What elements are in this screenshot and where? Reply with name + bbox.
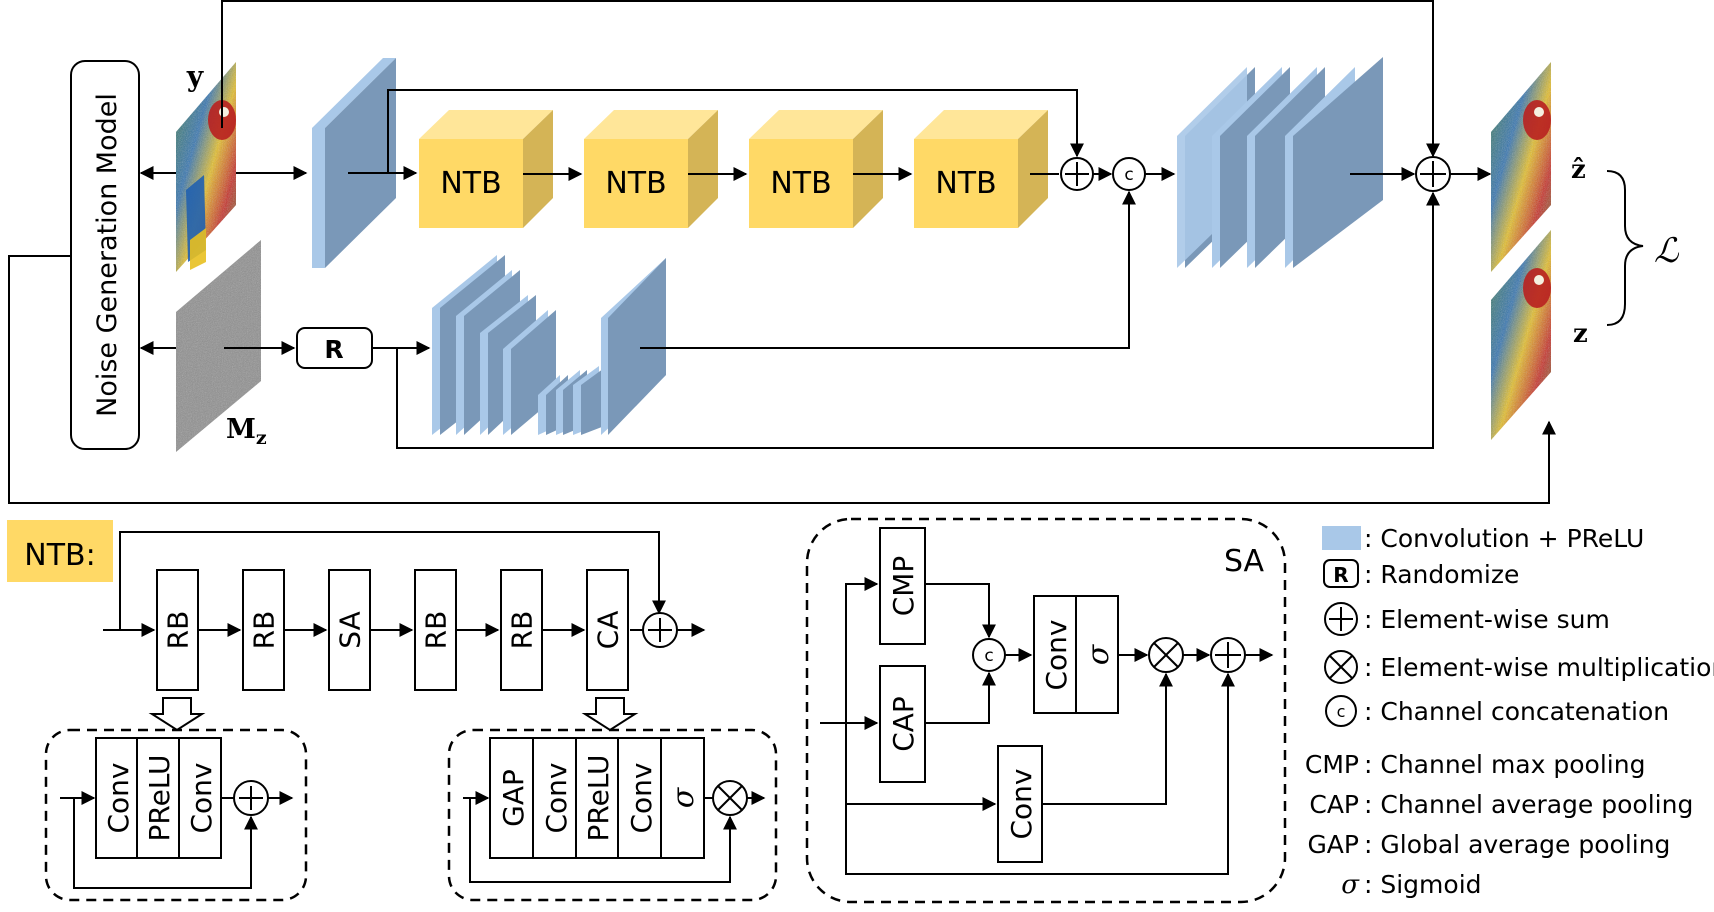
ntb-chain-label-3: SA xyxy=(334,611,367,648)
svg-text:c: c xyxy=(1124,165,1133,185)
rb-conv-1: Conv xyxy=(102,763,135,834)
ntb-label-1: NTB xyxy=(440,166,501,201)
loss-brace: ℒ xyxy=(1606,170,1680,326)
noise-generation-model-block: Noise Generation Model xyxy=(70,60,140,450)
ntb-block-3: NTB xyxy=(749,110,883,228)
sa-conv-label: Conv xyxy=(1040,620,1073,691)
ca-conv-2: Conv xyxy=(625,763,658,834)
ntb-chain-block-2 xyxy=(242,569,285,691)
legend-text-2: : Element-wise sum xyxy=(1364,605,1610,634)
sa-sigma-label: σ xyxy=(1081,643,1116,665)
legend-text-5: : Channel max pooling xyxy=(1364,750,1645,779)
ntb-label-2: NTB xyxy=(605,166,666,201)
ca-expand-arrow xyxy=(581,697,639,732)
ntb-detail-section: NTB: RB RB SA RB RB CA Conv PReLU Conv xyxy=(7,520,778,902)
conv-layer-input xyxy=(312,58,396,268)
rb-prelu: PReLU xyxy=(143,754,176,841)
conv-stack-output xyxy=(1177,57,1383,268)
conv-stack-encoder-decoder xyxy=(432,255,666,435)
top-sum-operator xyxy=(1060,157,1094,191)
sa-cmp-label: CMP xyxy=(887,556,920,617)
legend-swatch-conv xyxy=(1322,526,1361,550)
output-sum-operator xyxy=(1415,156,1451,192)
ca-detail: GAP Conv PReLU Conv σ xyxy=(447,728,778,902)
ntb-chain-label-5: RB xyxy=(506,611,539,650)
svg-text:R: R xyxy=(1333,563,1348,587)
sa-cap-label: CAP xyxy=(887,696,920,752)
legend-text-0: : Convolution + PReLU xyxy=(1364,524,1644,553)
legend-symbol-7: GAP xyxy=(1307,830,1359,859)
z-label: z xyxy=(1573,319,1588,349)
output-image-zhat: ẑ xyxy=(1491,62,1586,272)
ntb-chain: RB RB SA RB RB CA xyxy=(103,531,706,691)
ntb-chain-block-5 xyxy=(500,569,543,691)
ca-sigma: σ xyxy=(666,786,701,808)
legend-symbol-8: σ xyxy=(1341,870,1360,900)
legend-text-4: : Channel concatenation xyxy=(1364,697,1669,726)
randomize-label: R xyxy=(324,335,343,364)
mz-label: Mz xyxy=(226,414,267,449)
ca-conv-1: Conv xyxy=(540,763,573,834)
rb-conv-2: Conv xyxy=(185,763,218,834)
sa-detail: SA CMP CAP c Conv σ Conv xyxy=(805,517,1287,904)
y-label: y xyxy=(186,60,204,93)
input-image-y: y xyxy=(176,60,236,272)
svg-text:c: c xyxy=(1337,702,1346,721)
legend-randomize-icon xyxy=(1323,559,1359,588)
ntb-chain-label-1: RB xyxy=(162,611,195,650)
ntb-chain-block-6 xyxy=(586,569,629,691)
legend-symbol-6: CAP xyxy=(1309,790,1359,819)
ca-prelu: PReLU xyxy=(582,754,615,841)
svg-text:c: c xyxy=(984,646,993,666)
rb-expand-arrow xyxy=(148,697,206,732)
legend: : Convolution + PReLU R : Randomize : El… xyxy=(1305,524,1714,900)
zhat-label: ẑ xyxy=(1571,155,1586,185)
ntb-label-3: NTB xyxy=(770,166,831,201)
legend-text-7: : Global average pooling xyxy=(1364,830,1670,859)
ntb-chain-label-4: RB xyxy=(420,611,453,650)
legend-concat-icon xyxy=(1325,695,1357,727)
loss-label: ℒ xyxy=(1654,231,1680,271)
noise-generation-model-label: Noise Generation Model xyxy=(92,93,123,417)
ntb-chain-label-6: CA xyxy=(592,611,625,650)
legend-text-8: : Sigmoid xyxy=(1364,870,1482,899)
legend-symbol-5: CMP xyxy=(1305,750,1359,779)
rb-detail: Conv PReLU Conv xyxy=(44,728,308,902)
ntb-block-2: NTB xyxy=(584,110,718,228)
ntb-chain-label-2: RB xyxy=(248,611,281,650)
ca-gap: GAP xyxy=(497,769,530,827)
sa-title: SA xyxy=(1224,544,1265,579)
legend-text-6: : Channel average pooling xyxy=(1364,790,1693,819)
legend-text-3: : Element-wise multiplication xyxy=(1364,653,1714,682)
top-concat-operator: c xyxy=(1112,157,1146,191)
legend-text-1: : Randomize xyxy=(1364,560,1519,589)
sa-cmp-block xyxy=(879,527,926,645)
ntb-header-badge xyxy=(7,520,113,582)
ntb-block-4: NTB xyxy=(914,110,1048,228)
noise-map-mz: Mz xyxy=(176,240,267,452)
sa-conv-branch-label: Conv xyxy=(1005,769,1038,840)
top-connections xyxy=(8,0,1556,504)
randomize-block: R xyxy=(296,327,373,369)
target-image-z: z xyxy=(1491,230,1588,440)
ntb-block-1: NTB xyxy=(419,110,553,228)
ntb-header-label: NTB: xyxy=(24,538,95,573)
ntb-label-4: NTB xyxy=(935,166,996,201)
